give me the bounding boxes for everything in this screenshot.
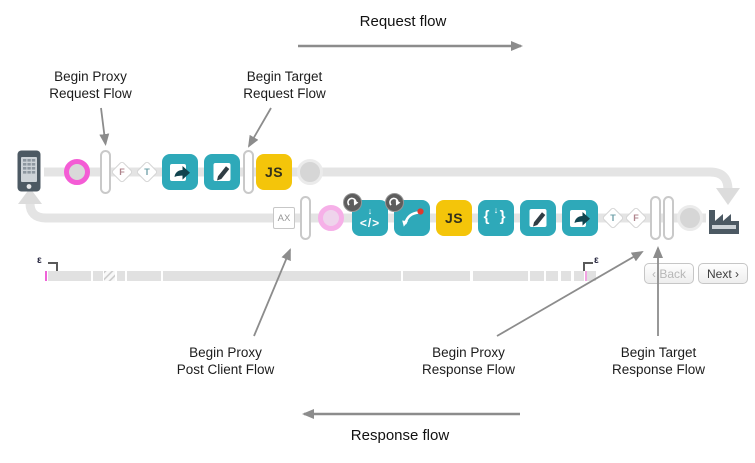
analytics-step[interactable]: AX — [273, 207, 295, 229]
timeline-segment[interactable] — [546, 271, 558, 281]
timeline-segment[interactable] — [117, 271, 125, 281]
target-server-factory-icon[interactable] — [705, 205, 743, 240]
callout-line: Request Flow — [49, 86, 132, 102]
braces-glyph: { } ↓ — [478, 200, 514, 236]
callout-line: Post Client Flow — [176, 362, 275, 378]
back-button[interactable]: ‹ Back — [644, 263, 694, 284]
callout-line: Begin Proxy — [54, 69, 127, 84]
condition-false-diamond[interactable]: F — [624, 206, 648, 230]
callout-begin-proxy-request-flow: Begin Proxy Request Flow — [28, 68, 153, 103]
pencil-policy-icon[interactable] — [204, 154, 240, 190]
diamond-letter: T — [144, 167, 150, 177]
timeline-segment-hatched[interactable] — [104, 271, 115, 281]
request-end-circle[interactable] — [297, 159, 323, 185]
condition-true-diamond[interactable]: T — [135, 160, 159, 184]
callout-arrow-post-client — [253, 248, 291, 337]
callout-line: Begin Proxy — [432, 345, 505, 360]
timeline-segment[interactable] — [48, 271, 91, 281]
timeline-segment[interactable] — [93, 271, 103, 281]
timeline-end-tick — [585, 271, 587, 281]
diamond-letter: F — [119, 167, 125, 177]
callout-line: Request Flow — [243, 86, 326, 102]
callout-arrow-target-request — [247, 107, 272, 148]
timeline-segment[interactable] — [473, 271, 528, 281]
js-policy-icon[interactable]: JS — [256, 154, 292, 190]
callout-line: Begin Proxy — [189, 345, 262, 360]
timeline-segment[interactable] — [587, 271, 596, 281]
callout-arrow-proxy-request — [99, 107, 110, 146]
down-arrow-glyph: ↓ — [367, 205, 373, 216]
request-track-arrowhead — [716, 188, 740, 205]
timeline-epsilon-start: ε — [37, 255, 42, 266]
share-policy-icon[interactable] — [162, 154, 198, 190]
callout-line: Response Flow — [421, 362, 516, 378]
timeline-epsilon-end: ε — [594, 255, 599, 266]
callout-begin-target-response-flow: Begin Target Response Flow — [586, 344, 731, 379]
callout-begin-target-request-flow: Begin Target Request Flow — [222, 68, 347, 103]
condition-false-diamond[interactable]: F — [110, 160, 134, 184]
begin-target-request-flow-marker[interactable] — [243, 150, 254, 194]
callout-begin-proxy-response-flow: Begin Proxy Response Flow — [396, 344, 541, 379]
callout-line: Begin Target — [620, 345, 697, 360]
client-phone-icon[interactable] — [16, 149, 42, 198]
timeline-segment[interactable] — [530, 271, 544, 281]
js-policy-icon[interactable]: JS — [436, 200, 472, 236]
begin-target-response-flow-marker[interactable] — [663, 196, 674, 240]
condition-true-diamond[interactable]: T — [601, 206, 625, 230]
code-text: </> — [359, 215, 381, 230]
callout-line: Response Flow — [611, 362, 706, 378]
begin-proxy-post-client-flow-marker[interactable] — [300, 196, 311, 240]
timeline-segment[interactable] — [163, 271, 401, 281]
begin-proxy-response-flow-marker[interactable] — [650, 196, 661, 240]
callout-begin-proxy-post-client-flow: Begin Proxy Post Client Flow — [148, 344, 303, 379]
response-client-circle[interactable] — [318, 205, 344, 231]
response-flow-title: Response flow — [350, 427, 450, 444]
request-flow-title: Request flow — [359, 13, 447, 30]
diamond-letter: F — [633, 213, 639, 223]
redo-badge-icon[interactable] — [343, 193, 362, 212]
timeline-segment[interactable] — [127, 271, 161, 281]
braces-policy-icon[interactable]: { } ↓ — [478, 200, 514, 236]
timeline-segment[interactable] — [403, 271, 470, 281]
timeline-start-tick — [45, 271, 47, 281]
callout-arrow-proxy-response — [496, 250, 644, 337]
timeline-bracket-right — [584, 262, 593, 264]
callout-line: Begin Target — [246, 69, 323, 84]
begin-proxy-request-flow-marker[interactable] — [100, 150, 111, 194]
timeline-segment[interactable] — [561, 271, 571, 281]
next-button[interactable]: Next › — [698, 263, 748, 284]
share-policy-icon[interactable] — [562, 200, 598, 236]
analytics-label: AX — [277, 212, 291, 224]
js-label: JS — [264, 164, 284, 180]
diamond-letter: T — [610, 213, 616, 223]
timeline-bracket-left — [48, 262, 57, 264]
redo-badge-icon[interactable] — [385, 193, 404, 212]
js-label: JS — [444, 210, 464, 226]
response-end-circle[interactable] — [677, 205, 703, 231]
timeline-bracket-left — [56, 262, 58, 271]
timeline-segment[interactable] — [574, 271, 584, 281]
pencil-policy-icon[interactable] — [520, 200, 556, 236]
down-arrow-glyph: ↓ — [493, 205, 499, 215]
request-start-circle[interactable] — [64, 159, 90, 185]
